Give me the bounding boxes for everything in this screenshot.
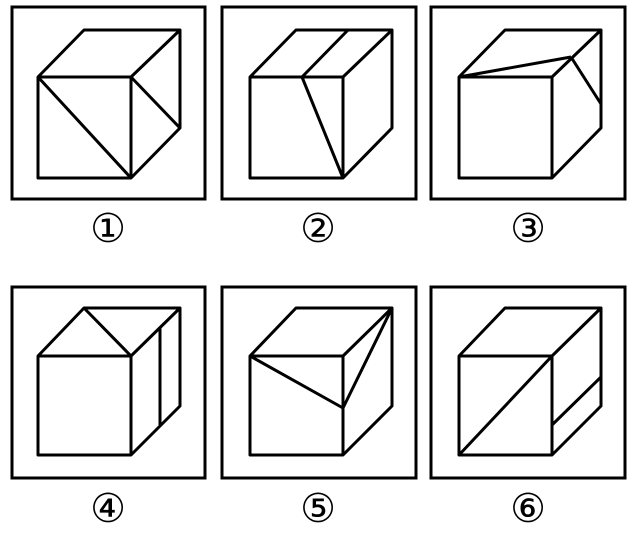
right-face-line [129,75,182,130]
front-face-diagonal [457,354,554,457]
panel-5-label: ⑤ [300,486,336,532]
panel-5-frame [220,285,418,480]
top-face-line [300,28,350,79]
right-face-line [569,56,603,105]
panel-6: ⑥ [429,285,627,532]
panel-3-frame [429,5,627,201]
panel-2-frame [220,5,418,201]
panel-6-label: ⑥ [510,486,546,532]
panel-2-label: ② [300,206,336,252]
cube-front-edges [459,28,603,178]
panel-4-cube [36,306,182,457]
front-face-diagonal [36,75,133,180]
panel-5: ⑤ [220,285,418,532]
panel-2: ② [220,5,418,252]
right-face-line [341,307,394,409]
panel-1-label: ① [90,206,126,252]
top-face-line [82,306,133,358]
panel-2-cube [248,28,394,180]
front-face-line [249,354,344,410]
cube-front-edges [250,306,394,455]
panel-3-cube [457,28,603,180]
right-face-line [550,375,603,427]
front-face-line [300,76,345,179]
panel-4-frame [10,285,207,480]
panel-1: ① [10,5,207,252]
panel-4-label: ④ [90,486,126,532]
top-face-line [458,55,572,79]
panel-3: ③ [429,5,627,252]
cube-front-edges [250,28,394,178]
panel-6-cube [457,306,603,457]
panel-4: ④ [10,285,207,532]
panel-1-cube [36,28,182,180]
panel-5-cube [248,306,394,457]
panel-1-frame [10,5,207,201]
panel-6-frame [429,285,627,480]
panel-3-label: ③ [510,206,546,252]
